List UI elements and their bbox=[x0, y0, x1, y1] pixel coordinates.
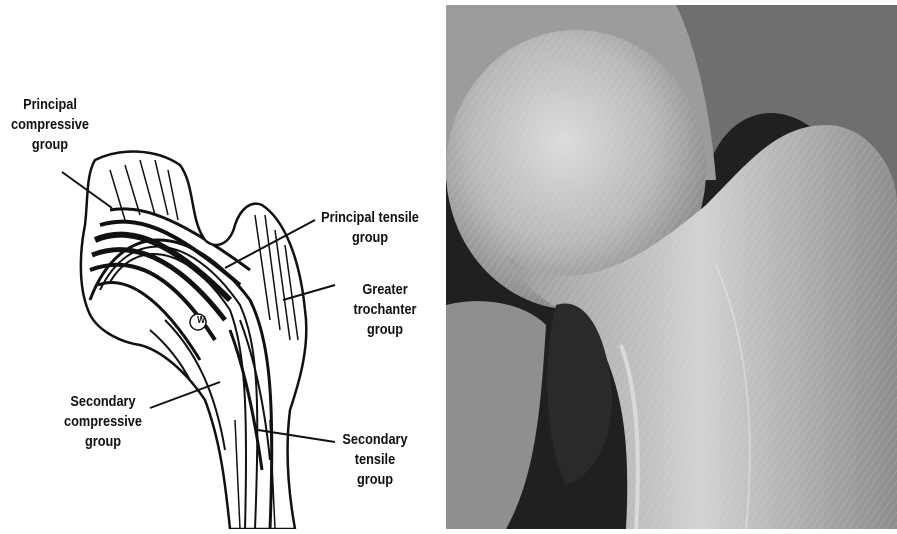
marker-label: W bbox=[197, 314, 199, 328]
radiograph-image bbox=[446, 5, 897, 529]
label-greater-trochanter: Greater trochanter group bbox=[343, 280, 428, 340]
label-secondary-compressive: Secondary compressive group bbox=[56, 392, 150, 452]
trabecular-diagram: W Principal compressive group Principal … bbox=[0, 0, 440, 529]
hip-radiograph bbox=[446, 5, 897, 529]
label-secondary-tensile: Secondary tensile group bbox=[337, 430, 414, 490]
label-principal-compressive: Principal compressive group bbox=[11, 95, 89, 155]
label-principal-tensile: Principal tensile group bbox=[311, 208, 430, 248]
